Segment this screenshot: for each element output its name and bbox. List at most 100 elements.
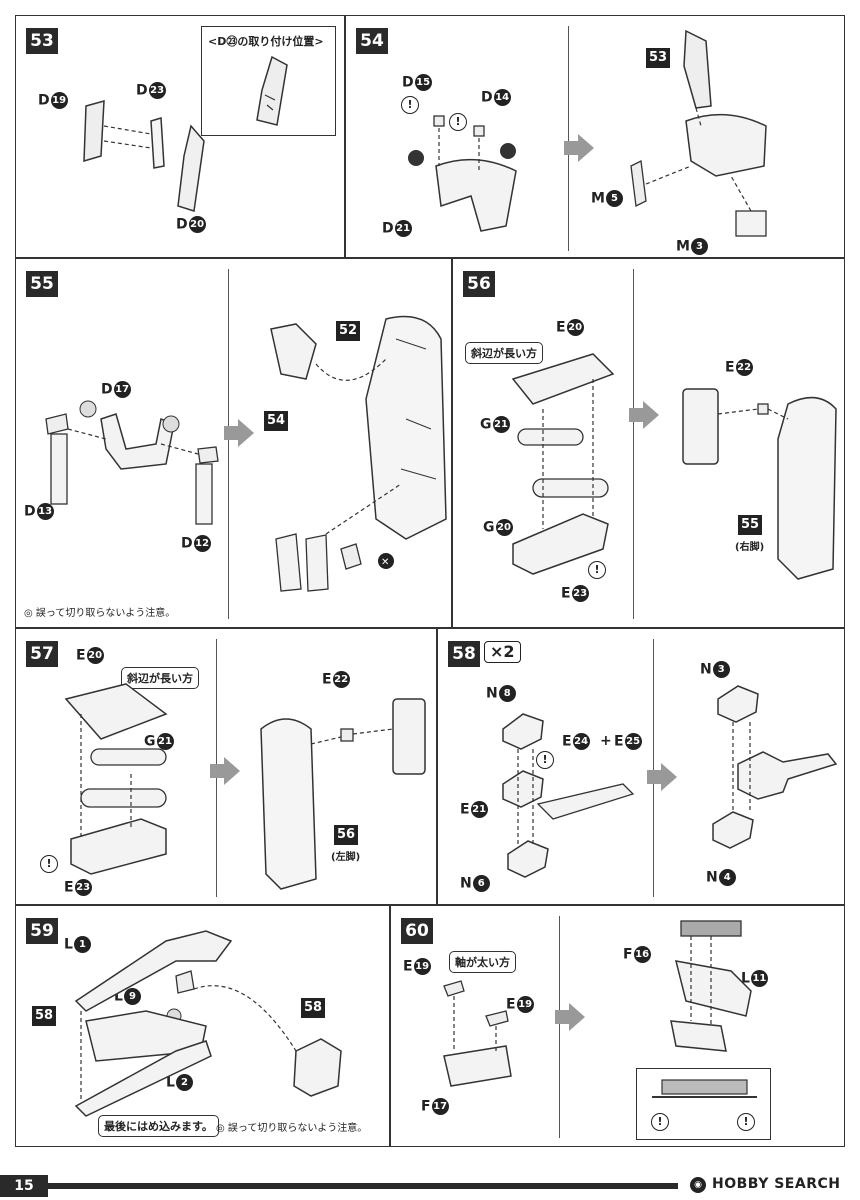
- step-55-right-drawing: ✕: [270, 315, 447, 592]
- step-60-right-drawing: [670, 920, 752, 1052]
- ref-step-53: 53: [646, 48, 670, 68]
- footer-rule: [48, 1183, 678, 1189]
- step-58-right-drawing: [712, 685, 838, 849]
- step-number: 59: [26, 918, 58, 944]
- caution-icon: !: [401, 96, 419, 114]
- step-divider: [559, 916, 560, 1138]
- step-divider: [568, 26, 569, 251]
- page-number: 15: [0, 1175, 48, 1197]
- step-56-right-drawing: [682, 388, 837, 580]
- step-number: 58: [448, 641, 480, 667]
- next-arrow: [210, 757, 240, 785]
- caution-icon: !: [651, 1113, 669, 1131]
- ref-step-55: 55: [738, 515, 762, 535]
- next-arrow: [555, 1003, 585, 1031]
- next-arrow: [564, 134, 594, 162]
- detail-drawing: [652, 1079, 757, 1098]
- ref-step-58: 58: [32, 1006, 56, 1026]
- step-56-left-drawing: [511, 353, 615, 575]
- step-number: 55: [26, 271, 58, 297]
- cross-icon: ✕: [381, 557, 389, 568]
- step-number: 56: [463, 271, 495, 297]
- caution-icon: !: [536, 751, 554, 769]
- callout-longer-slant: 斜辺が長い方: [465, 342, 543, 364]
- step-57-left-drawing: [64, 683, 168, 875]
- watermark: HOBBY SEARCH: [712, 1176, 841, 1192]
- step-number: 54: [356, 28, 388, 54]
- step-number: 53: [26, 28, 58, 54]
- caution-icon: !: [449, 113, 467, 131]
- step-54-left-drawing: [408, 115, 517, 232]
- callout-fit-last: 最後にはめ込みます。: [98, 1115, 219, 1137]
- callout-longer-slant: 斜辺が長い方: [121, 667, 199, 689]
- step-57-panel: 57 E20 斜辺が長い方 G21 G20 E23 ! E22 56 (左脚): [15, 628, 437, 905]
- detail-inset: ! !: [636, 1068, 771, 1140]
- ref-step-56: 56: [334, 825, 358, 845]
- inset-part-drawing: [256, 55, 288, 126]
- step-53-parts-drawing: [83, 99, 205, 212]
- multiplier-badge: ×2: [484, 641, 521, 663]
- step-59-drawing: [74, 930, 342, 1117]
- step-number: 57: [26, 641, 58, 667]
- callout-thicker-axis: 軸が太い方: [449, 951, 516, 973]
- caution-icon: !: [588, 561, 606, 579]
- caution-icon: !: [737, 1113, 755, 1131]
- caution-note: ◎ 誤って切り取らないよう注意。: [24, 608, 176, 619]
- step-54-right-drawing: [630, 29, 767, 237]
- step-divider: [228, 269, 229, 619]
- inset-box: <D㉓の取り付け位置>: [201, 26, 336, 136]
- inset-title: <D㉓の取り付け位置>: [208, 35, 324, 48]
- step-divider: [653, 639, 654, 897]
- step-58-left-drawing: [502, 713, 635, 878]
- next-arrow: [224, 419, 254, 447]
- ref-step-54: 54: [264, 411, 288, 431]
- next-arrow: [647, 763, 677, 791]
- ref-subtitle: (右脚): [735, 542, 765, 553]
- step-60-left-drawing: [443, 980, 512, 1087]
- next-arrow: [629, 401, 659, 429]
- step-55-left-drawing: [45, 400, 219, 525]
- step-57-right-drawing: [260, 698, 426, 890]
- ref-subtitle: (左脚): [331, 852, 361, 863]
- caution-icon: !: [40, 855, 58, 873]
- watermark-logo-icon: ◉: [690, 1177, 706, 1193]
